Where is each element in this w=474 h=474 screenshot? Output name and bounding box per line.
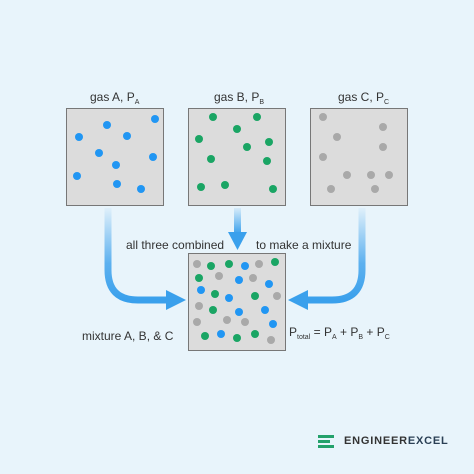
gas-c-molecule [343,171,351,179]
mixture-molecule [251,330,259,338]
gas-c-molecule [371,185,379,193]
combined-label-left: all three combined [126,238,225,252]
mixture-molecule [207,262,215,270]
gas-b-molecule [221,181,229,189]
gas-b-molecule [195,135,203,143]
arrow-right-icon-head [166,290,186,310]
mixture-molecule [273,292,281,300]
arrow-left-icon [306,208,366,304]
engineerexcel-logo-icon [318,435,334,448]
mixture-molecule [201,332,209,340]
mixture-molecule [209,306,217,314]
gas-a-molecule [75,133,83,141]
gas-a-molecule [123,132,131,140]
mixture-molecule [251,292,259,300]
mixture-molecule [233,334,241,342]
gas-a-box [66,108,164,206]
gas-c-box [310,108,408,206]
gas-a-molecule [73,172,81,180]
gas-b-molecule [253,113,261,121]
engineerexcel-brand: ENGINEEREXCEL [318,434,449,448]
gas-b-label: gas B, PB [214,90,265,106]
gas-c-molecule [379,143,387,151]
gas-c-molecule [327,185,335,193]
mixture-molecule [225,294,233,302]
gas-b-molecule [263,157,271,165]
gas-b-box [188,108,286,206]
mixture-molecule [249,274,257,282]
mixture-molecule [217,330,225,338]
mixture-molecule [195,302,203,310]
gas-c-molecule [319,113,327,121]
mixture-box [188,253,286,351]
combined-label-right: to make a mixture [256,238,352,252]
mixture-molecule [265,280,273,288]
gas-a-molecule [113,180,121,188]
gas-b-molecule [197,183,205,191]
mixture-molecule [195,274,203,282]
mixture-molecule [235,308,243,316]
mixture-molecule [269,320,277,328]
mixture-molecule [241,262,249,270]
gas-b-molecule [233,125,241,133]
gas-b-molecule [269,185,277,193]
arrow-down-icon-head [228,232,247,250]
mixture-molecule [271,258,279,266]
gas-c-label: gas C, PC [338,90,390,106]
mixture-molecule [193,260,201,268]
gas-b-molecule [265,138,273,146]
gas-a-molecule [151,115,159,123]
gas-a-molecule [103,121,111,129]
mixture-molecule [197,286,205,294]
gas-c-molecule [367,171,375,179]
gas-b-molecule [207,155,215,163]
gas-c-molecule [319,153,327,161]
gas-c-molecule [379,123,387,131]
pressure-equation: Ptotal = PA + PB + PC [289,325,390,341]
gas-b-molecule [243,143,251,151]
gas-c-molecule [385,171,393,179]
mixture-molecule [223,316,231,324]
gas-a-molecule [149,153,157,161]
gas-a-molecule [112,161,120,169]
arrow-left-icon-head [288,290,308,310]
mixture-molecule [211,290,219,298]
gas-a-molecule [137,185,145,193]
mixture-molecule [225,260,233,268]
mixture-molecule [241,318,249,326]
mixture-molecule [235,276,243,284]
gas-b-molecule [209,113,217,121]
mixture-molecule [215,272,223,280]
brand-wordmark: ENGINEEREXCEL [344,435,449,447]
mixture-label: mixture A, B, & C [82,329,174,343]
gas-c-molecule [333,133,341,141]
gas-a-molecule [95,149,103,157]
arrow-right-icon [104,208,168,304]
arrow-down-icon [234,208,241,234]
mixture-molecule [193,318,201,326]
gas-a-label: gas A, PA [90,90,140,106]
mixture-molecule [261,306,269,314]
mixture-molecule [255,260,263,268]
mixture-molecule [267,336,275,344]
